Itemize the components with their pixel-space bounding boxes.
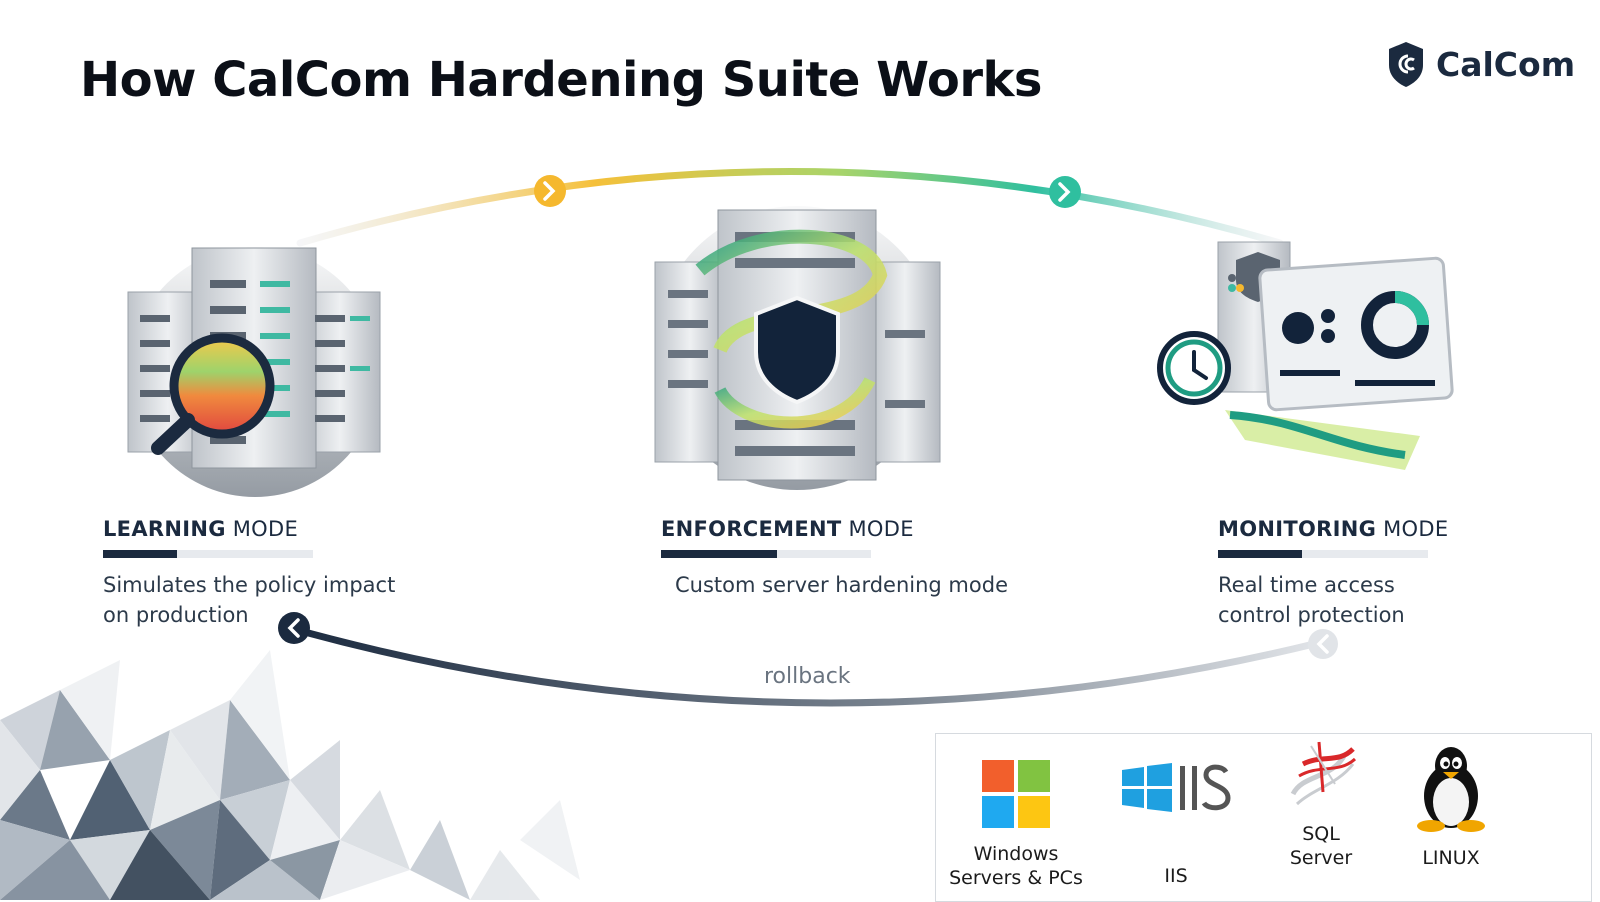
page-title: How CalCom Hardening Suite Works <box>80 52 1043 108</box>
description-line: Custom server hardening mode <box>675 573 1008 597</box>
rollback-arrow-start-icon <box>1308 629 1338 659</box>
mode-title-bold: MONITORING <box>1218 517 1377 541</box>
mode-title-bold: ENFORCEMENT <box>661 517 842 541</box>
monitoring-mode-description: Real time access control protection <box>1218 570 1558 630</box>
iis-logo-icon <box>1122 763 1231 812</box>
forward-arrow-2-icon <box>1049 176 1081 208</box>
platform-iis: IIS <box>1106 760 1246 888</box>
platform-label: LINUX <box>1422 847 1480 869</box>
platform-windows: Windows Servers & PCs <box>936 760 1096 890</box>
learning-mode-title: LEARNING MODE <box>103 517 443 541</box>
rollback-arrow-end-icon <box>278 612 310 644</box>
progress-fill <box>1218 550 1302 558</box>
monitor-dashboard-icon <box>1157 241 1454 470</box>
enforcement-mode-title: ENFORCEMENT MODE <box>661 517 1021 541</box>
triangle-pattern-background <box>0 650 580 900</box>
mode-title-bold: LEARNING <box>103 517 226 541</box>
rollback-label: rollback <box>764 664 851 689</box>
forward-arrow-1-icon <box>534 175 566 207</box>
platform-linux: LINUX <box>1391 744 1511 870</box>
description-line: Real time access <box>1218 573 1395 597</box>
rollback-arc <box>286 624 1322 707</box>
monitoring-mode-block: MONITORING MODE Real time access control… <box>1218 517 1558 630</box>
sql-server-logo-icon <box>1290 741 1357 806</box>
server-shield-icon <box>654 206 941 490</box>
calcom-logo: CalCom <box>1386 40 1575 88</box>
progress-fill <box>661 550 777 558</box>
monitoring-progress-bar <box>1218 550 1428 558</box>
forward-flow-arc <box>296 168 1284 247</box>
learning-mode-block: LEARNING MODE Simulates the policy impac… <box>103 517 443 630</box>
learning-progress-bar <box>103 550 313 558</box>
enforcement-mode-description: Custom server hardening mode <box>661 570 1021 600</box>
description-line: control protection <box>1218 603 1405 627</box>
progress-fill <box>103 550 177 558</box>
platform-label: Servers & PCs <box>949 867 1083 889</box>
monitoring-mode-title: MONITORING MODE <box>1218 517 1558 541</box>
platform-label: Server <box>1289 847 1353 869</box>
description-line: Simulates the policy impact <box>103 573 396 597</box>
windows-logo-icon <box>982 760 1050 828</box>
platform-label: Windows <box>973 843 1059 865</box>
enforcement-mode-block: ENFORCEMENT MODE Custom server hardening… <box>661 517 1021 600</box>
mode-title-rest: MODE <box>1376 517 1449 541</box>
supported-platforms-panel: Windows Servers & PCs IIS SQL Server <box>935 733 1592 902</box>
linux-tux-icon <box>1417 747 1485 832</box>
logo-text: CalCom <box>1436 44 1576 84</box>
enforcement-progress-bar <box>661 550 871 558</box>
calcom-shield-icon <box>1389 42 1423 87</box>
platform-sql-server: SQL Server <box>1266 734 1376 870</box>
platform-label: SQL <box>1302 823 1340 845</box>
platform-label: IIS <box>1164 865 1188 887</box>
mode-title-rest: MODE <box>841 517 914 541</box>
description-line: on production <box>103 603 249 627</box>
server-magnifier-icon <box>127 247 381 497</box>
mode-title-rest: MODE <box>225 517 299 541</box>
learning-mode-description: Simulates the policy impact on productio… <box>103 570 443 630</box>
